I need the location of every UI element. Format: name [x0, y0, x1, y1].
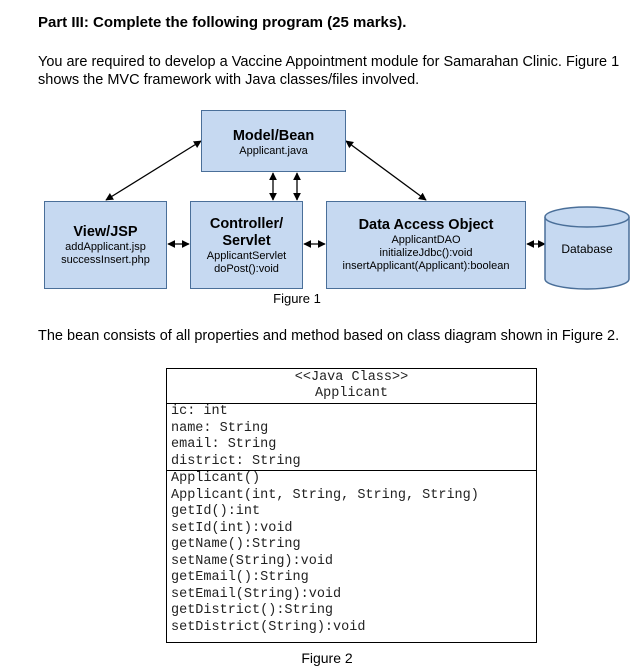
class-stereotype: <<Java Class>> [294, 370, 409, 385]
figure-2-caption: Figure 2 [301, 650, 353, 666]
method-item: setId(int):void [171, 520, 293, 536]
box-line: ApplicantDAO [391, 234, 461, 246]
method-item: getEmail():String [171, 570, 309, 585]
intro-line: shows the MVC framework with Java classe… [38, 72, 420, 88]
box-line: Applicant.java [239, 145, 308, 157]
intro-line: You are required to develop a Vaccine Ap… [38, 54, 620, 70]
box-title: Controller/ [209, 216, 284, 232]
box-line: ApplicantServlet [206, 250, 287, 262]
class-name: Applicant [315, 386, 388, 401]
method-item: Applicant() [171, 471, 261, 486]
method-item: setEmail(String):void [171, 586, 342, 602]
box-title: Model/Bean [232, 128, 315, 144]
box-title: View/JSP [73, 224, 138, 240]
intro-paragraph: You are required to develop a Vaccine Ap… [38, 53, 638, 89]
box-line: initializeJdbc():void [379, 247, 473, 259]
attribute-item: email: String [171, 437, 277, 452]
box-title: Data Access Object [358, 217, 494, 233]
section-heading: Part III: Complete the following program… [38, 14, 407, 31]
class-header: <<Java Class>> Applicant [167, 369, 536, 404]
model-bean-box: Model/Bean Applicant.java [201, 110, 346, 172]
method-item: setDistrict(String):void [171, 619, 366, 635]
method-item: getId():int [171, 504, 261, 519]
attribute-item: name: String [171, 420, 269, 436]
bean-paragraph: The bean consists of all properties and … [38, 328, 620, 344]
database-icon [544, 206, 630, 290]
box-line: insertApplicant(Applicant):boolean [342, 260, 510, 272]
figure-1-caption: Figure 1 [273, 291, 321, 306]
view-jsp-box: View/JSP addApplicant.jsp successInsert.… [44, 201, 167, 289]
class-methods: Applicant() Applicant(int, String, Strin… [167, 471, 536, 636]
box-title: Servlet [222, 233, 271, 249]
controller-servlet-box: Controller/ Servlet ApplicantServlet doP… [190, 201, 303, 289]
method-item: setName(String):void [171, 553, 334, 569]
database-label: Database [561, 242, 613, 256]
data-access-object-box: Data Access Object ApplicantDAO initiali… [326, 201, 526, 289]
method-item: Applicant(int, String, String, String) [171, 487, 479, 503]
method-item: getName():String [171, 537, 301, 552]
method-item: getDistrict():String [171, 603, 334, 618]
attribute-item: district: String [171, 453, 301, 469]
attribute-item: ic: int [171, 404, 228, 419]
box-line: doPost():void [214, 263, 279, 275]
box-line: successInsert.php [61, 254, 150, 266]
class-diagram: <<Java Class>> Applicant ic: int name: S… [166, 368, 537, 643]
box-line: addApplicant.jsp [65, 241, 146, 253]
class-attributes: ic: int name: String email: String distr… [167, 404, 536, 471]
